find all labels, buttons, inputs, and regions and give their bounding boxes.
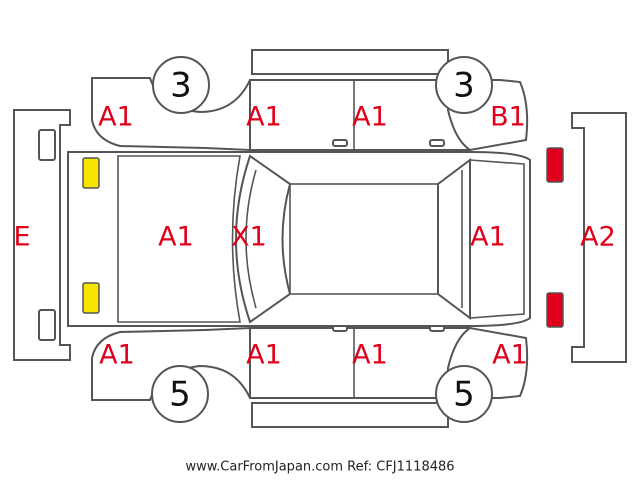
rear-right-lamp [546, 292, 564, 328]
front-bumper-left-marker [38, 129, 56, 161]
rear-glass [437, 158, 471, 320]
car-top-body [67, 151, 531, 327]
tyre-rear-left-label: 3 [453, 66, 475, 106]
code-front-right-door: A1 [246, 340, 282, 371]
front-left-lamp [82, 157, 100, 189]
tyre-rear-right [435, 365, 493, 423]
footer-reference: www.CarFromJapan.com Ref: CFJ1118486 [185, 460, 454, 475]
code-front-right-fender: A1 [99, 340, 135, 371]
code-rear-left-door: A1 [352, 102, 388, 133]
hood-outline [117, 155, 241, 323]
code-front-bumper: E [13, 222, 30, 253]
rear-left-lamp [546, 147, 564, 183]
front-bumper-right-marker [38, 309, 56, 341]
code-rear-left-quarter: B1 [490, 102, 526, 133]
tyre-front-right [151, 365, 209, 423]
tailgate [469, 159, 525, 319]
front-right-lamp [82, 282, 100, 314]
code-hood: A1 [158, 222, 194, 253]
code-rear-right-quarter: A1 [492, 340, 528, 371]
left-rear-door-handle [429, 139, 445, 147]
left-roof-rail [251, 49, 449, 75]
code-rear-glass-panel: A1 [470, 222, 506, 253]
tyre-rear-right-label: 5 [453, 375, 475, 415]
code-windshield: X1 [231, 222, 267, 253]
rear-bumper [571, 112, 627, 363]
right-roof-rail [251, 402, 449, 428]
code-front-left-door: A1 [246, 102, 282, 133]
tyre-front-left [152, 56, 210, 114]
windshield-inner [245, 169, 257, 309]
code-rear-right-door: A1 [352, 340, 388, 371]
front-bumper [13, 109, 71, 361]
tyre-front-left-label: 3 [170, 66, 192, 106]
tyre-front-right-label: 5 [169, 375, 191, 415]
left-front-door-handle [332, 139, 348, 147]
code-rear-bumper: A2 [580, 222, 616, 253]
tyre-rear-left [435, 56, 493, 114]
code-front-left-fender: A1 [98, 102, 134, 133]
